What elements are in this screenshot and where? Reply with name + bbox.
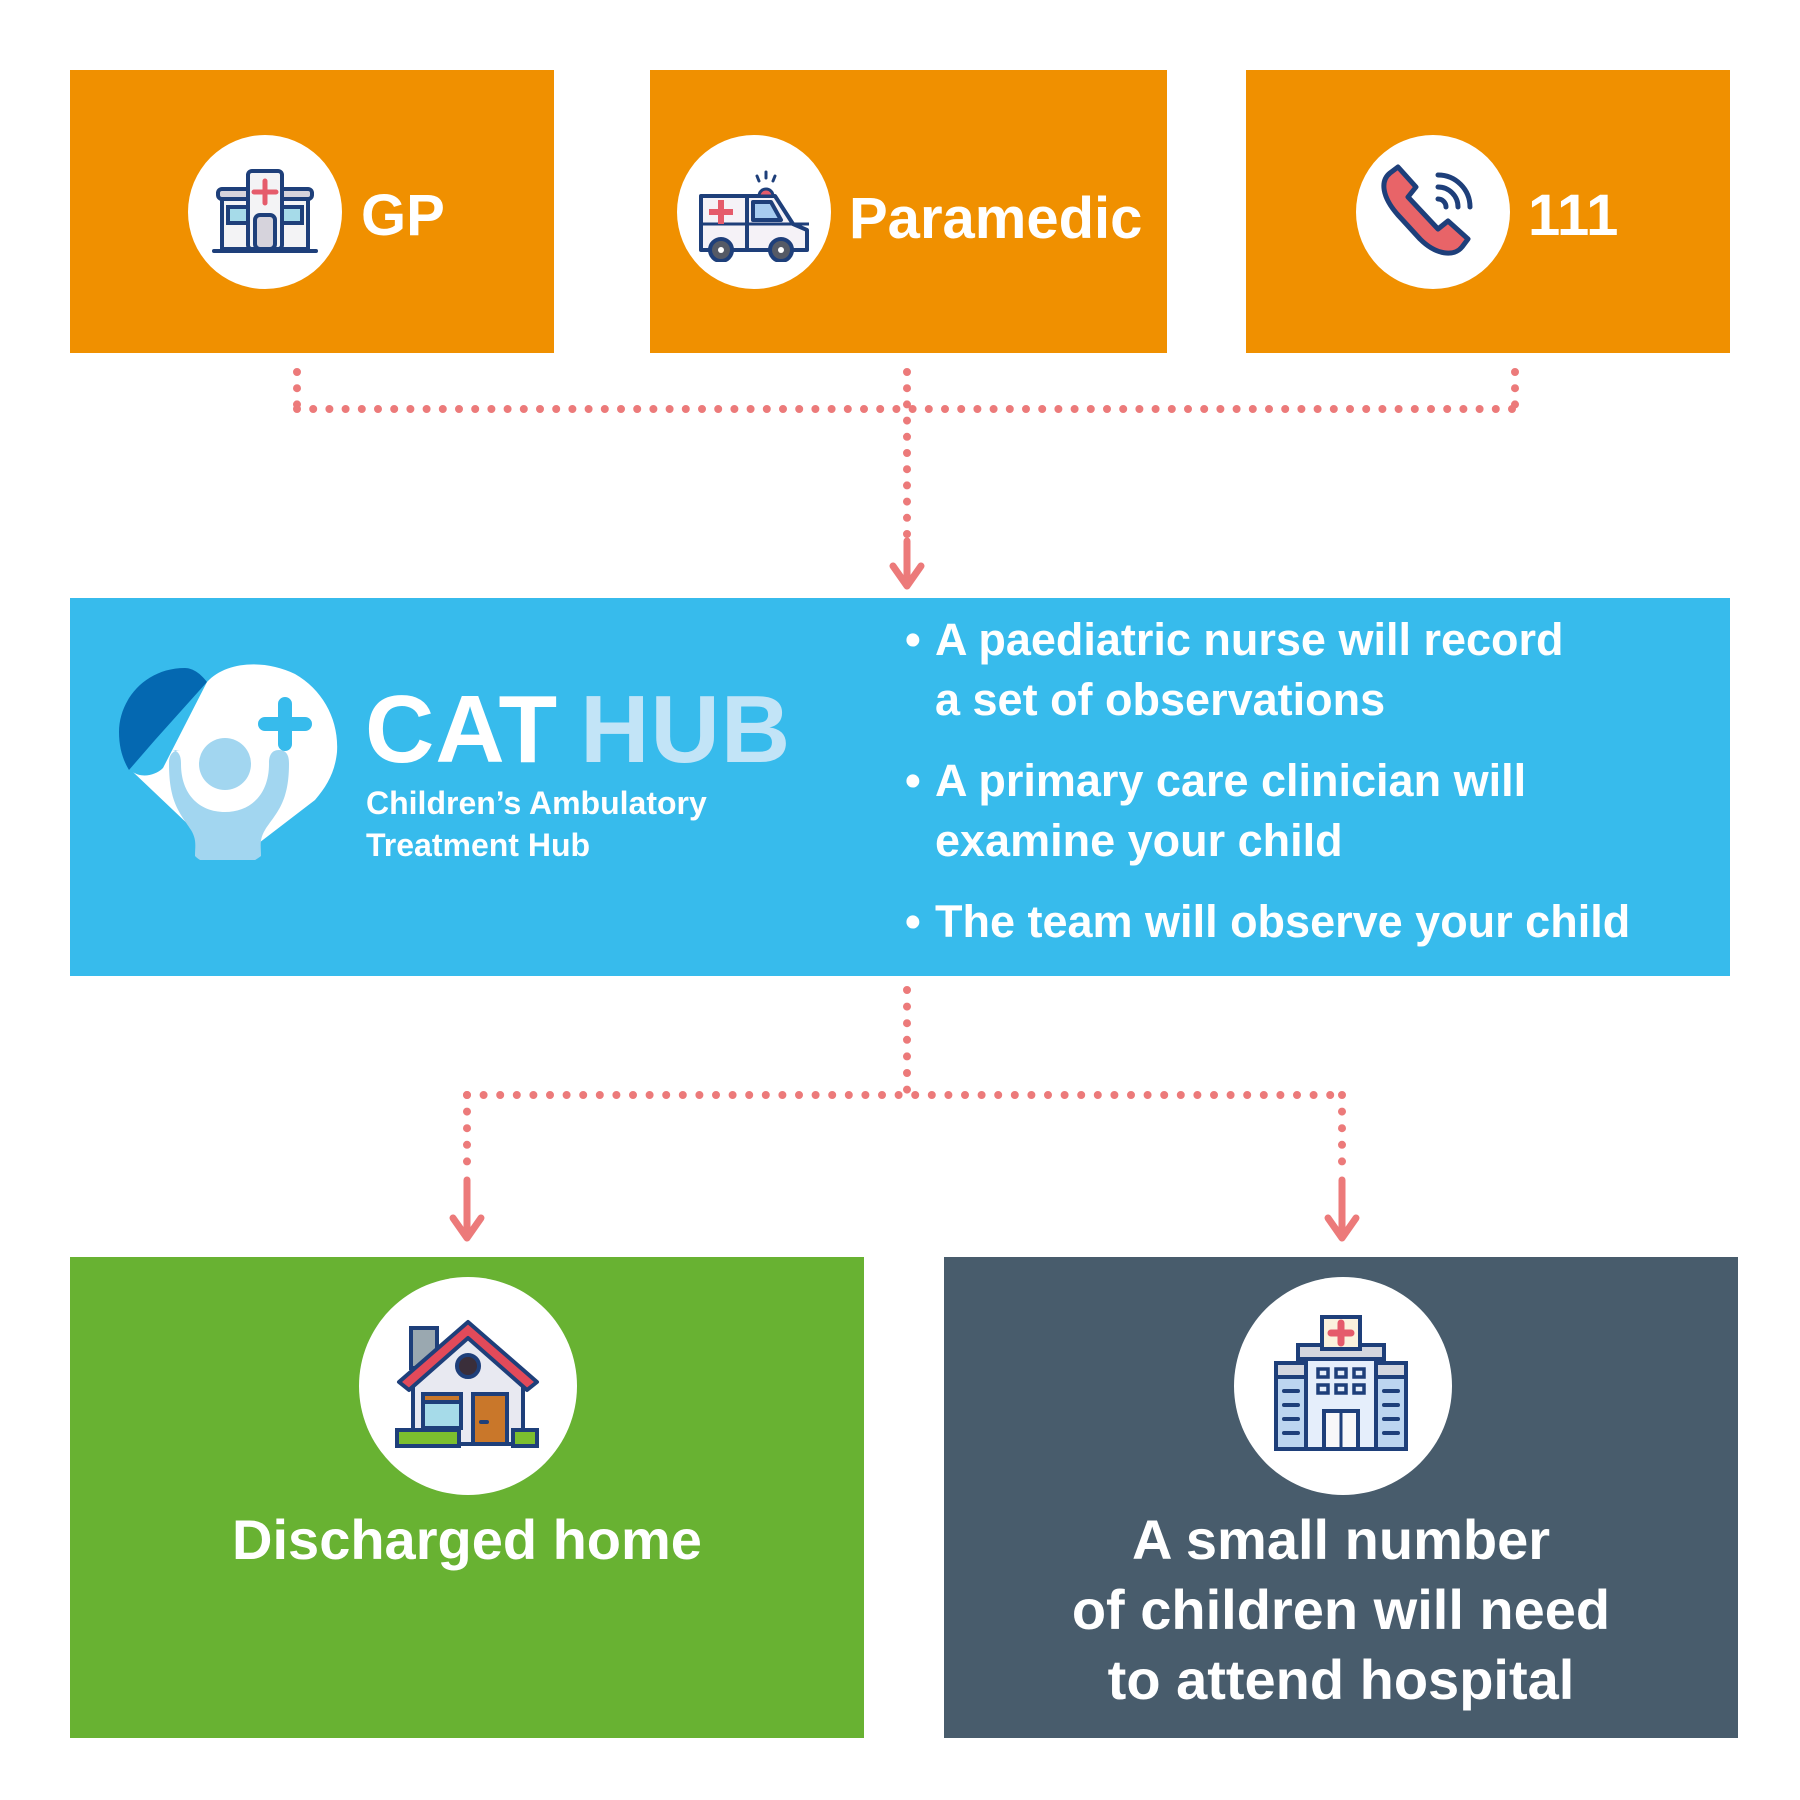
hospital-icon-circle	[1234, 1277, 1452, 1495]
connector-top	[293, 368, 1519, 590]
paramedic-icon-circle	[677, 135, 831, 289]
hub-bullet-item: A paediatric nurse will record a set of …	[905, 610, 1630, 730]
phone-icon	[1381, 164, 1473, 256]
hub-bullet-text: a set of observations	[935, 674, 1386, 725]
hub-bullet-item: The team will observe your child	[905, 892, 1630, 952]
hospital-icon	[1274, 1315, 1408, 1451]
connector-bottom	[449, 986, 1360, 1242]
source-box-111: 111	[1246, 70, 1730, 353]
hub-bullet-item: A primary care clinician will examine yo…	[905, 751, 1630, 871]
hub-bullet-text: examine your child	[935, 815, 1343, 866]
source-label-gp: GP	[361, 183, 445, 248]
outcome-label-discharged: Discharged home	[70, 1505, 864, 1575]
gp-icon-circle	[188, 135, 342, 289]
hub-bullet-list: A paediatric nurse will record a set of …	[905, 610, 1630, 973]
source-box-paramedic: Paramedic	[650, 70, 1167, 353]
outcome-label-hospital: A small number of children will need to …	[944, 1505, 1738, 1715]
outcome-line: A small number	[1131, 1508, 1551, 1571]
house-icon	[395, 1320, 539, 1448]
outcome-line: Discharged home	[232, 1508, 702, 1571]
outcome-box-discharged: Discharged home	[70, 1257, 864, 1738]
outcome-line: of children will need	[1071, 1578, 1611, 1641]
ambulance-icon	[699, 170, 809, 262]
hub-bullet-text: The team will observe your child	[935, 896, 1631, 947]
hub-bullet-text: A primary care clinician will	[935, 755, 1527, 806]
phone-icon-circle	[1356, 135, 1510, 289]
cat-hub-title-cat: CAT	[365, 676, 559, 783]
outcome-line: to attend hospital	[1107, 1648, 1575, 1711]
hub-bullet-text: A paediatric nurse will record	[935, 614, 1564, 665]
cat-hub-subtitle-line2: Treatment Hub	[366, 827, 591, 863]
source-box-gp: GP	[70, 70, 554, 353]
source-label-111: 111	[1528, 183, 1619, 248]
source-label-paramedic: Paramedic	[849, 186, 1143, 251]
cat-hub-subtitle: Children’s Ambulatory Treatment Hub	[366, 782, 707, 866]
outcome-box-hospital: A small number of children will need to …	[944, 1257, 1738, 1738]
heart-child-plus-logo	[119, 664, 338, 860]
house-icon-circle	[359, 1277, 577, 1495]
cat-hub-title-hub: HUB	[580, 676, 792, 783]
gp-surgery-icon	[212, 169, 318, 253]
cat-hub-subtitle-line1: Children’s Ambulatory	[366, 785, 707, 821]
